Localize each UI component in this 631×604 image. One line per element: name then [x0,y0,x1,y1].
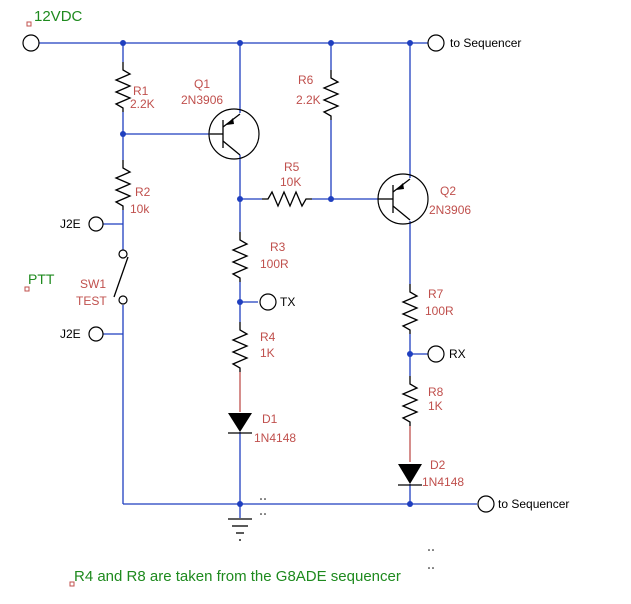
left-branch-wires [103,43,477,505]
r2-value: 10k [130,202,150,216]
d1-ref: D1 [262,412,278,426]
sequencer-top-terminal[interactable] [427,34,445,52]
resistor-r7 [401,284,419,334]
tx-label: TX [280,295,295,309]
tx-terminal[interactable] [259,293,277,311]
r5-value: 10K [280,175,301,189]
j2e-bottom-terminal[interactable] [88,326,104,342]
r8-value: 1K [428,399,443,413]
diode-d1 [228,413,252,434]
transistor-q2 [377,173,429,225]
d1-value: 1N4148 [254,431,296,445]
sequencer-bottom-label: to Sequencer [498,497,569,511]
switch-sw1 [113,249,129,305]
junction-dots [120,40,413,507]
ptt-label: PTT [28,271,55,287]
sw1-ref: SW1 [80,277,106,291]
d2-value: 1N4148 [422,475,464,489]
resistor-r3 [231,232,249,282]
resistor-r2 [114,160,132,210]
r4-value: 1K [260,346,275,360]
r1-value: 2.2K [130,97,155,111]
sequencer-top-label: to Sequencer [450,36,521,50]
diode-d2 [398,464,422,486]
r5-ref: R5 [284,160,300,174]
j2e-top-terminal[interactable] [88,216,104,232]
r7-ref: R7 [428,287,444,301]
r8-ref: R8 [428,385,444,399]
ground-symbol [228,518,252,541]
rx-label: RX [449,347,466,361]
ptt-marker [24,286,30,292]
rx-terminal[interactable] [427,345,445,363]
supply-terminal[interactable] [22,34,40,52]
resistor-r4 [231,322,249,372]
stray-dots [260,498,434,569]
supply-label: 12VDC [34,8,83,25]
footer-marker [69,581,75,587]
transistor-q1 [208,108,260,160]
footer-note: R4 and R8 are taken from the G8ADE seque… [74,568,401,585]
resistor-r8 [401,376,419,426]
r6-ref: R6 [298,73,314,87]
q2-value: 2N3906 [429,203,471,217]
resistor-r6 [322,70,340,120]
d2-ref: D2 [430,458,446,472]
r4-ref: R4 [260,330,276,344]
r1-ref: R1 [133,84,149,98]
r3-value: 100R [260,257,289,271]
j2e-top-label: J2E [60,217,81,231]
q1-column-wires [239,43,262,518]
r6-value: 2.2K [296,93,321,107]
q2-column-wires [409,43,428,504]
resistor-r1 [114,62,132,112]
r2-ref: R2 [135,185,151,199]
r3-ref: R3 [270,240,286,254]
supply-marker [26,21,32,27]
q2-ref: Q2 [440,184,456,198]
resistor-r5 [262,190,312,208]
r7-value: 100R [425,304,454,318]
j2e-bottom-label: J2E [60,327,81,341]
sequencer-bottom-terminal[interactable] [477,495,495,513]
sw1-value: TEST [76,294,107,308]
q1-ref: Q1 [194,77,210,91]
q1-value: 2N3906 [181,93,223,107]
